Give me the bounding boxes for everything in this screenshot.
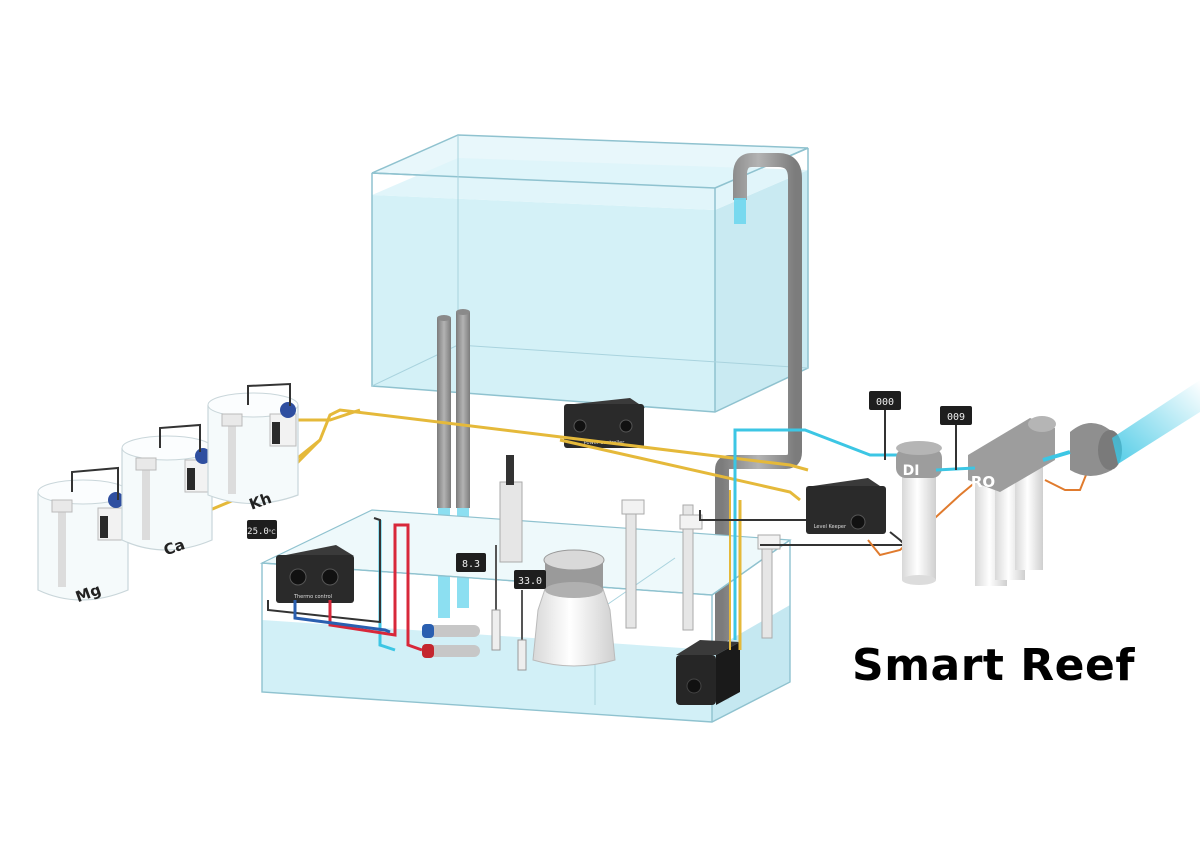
tds-display-ro: 009	[940, 406, 972, 470]
reactors: Mg Ca Kh	[37, 382, 299, 606]
tds-ro-value: 009	[947, 412, 965, 423]
salinity-display: 33.0	[514, 570, 546, 589]
power-controller: Power controller	[564, 398, 645, 448]
thermo-controller-label: Thermo control	[293, 594, 332, 600]
return-pipe	[715, 153, 802, 700]
reactor-ca: Ca	[121, 435, 213, 559]
thermo-controller: Thermo control	[276, 545, 354, 603]
ph-value: 8.3	[462, 559, 480, 570]
di-label: DI	[903, 463, 920, 479]
cables	[119, 408, 1089, 652]
ro-filter: RO	[968, 416, 1056, 586]
reactor-kh: Kh	[207, 392, 299, 514]
tds-display-di: 000	[869, 391, 901, 460]
return-pump	[676, 640, 740, 705]
level-keeper-label: Level Keeper	[814, 524, 847, 530]
ro-label: RO	[971, 473, 995, 491]
di-filter: DI	[896, 441, 942, 585]
temperature-display: 25.0 °C	[247, 520, 277, 539]
tds-di-value: 000	[876, 397, 894, 408]
reactor-mg: Mg	[37, 479, 129, 606]
ph-display: 8.3	[456, 553, 486, 572]
level-keeper-controller: Level Keeper	[806, 478, 886, 534]
booster-pump	[1070, 380, 1200, 476]
page-title: Smart Reef	[852, 640, 1135, 691]
heaters	[422, 624, 480, 658]
sensor-probes	[491, 455, 781, 671]
temperature-unit: °C	[268, 529, 275, 536]
salinity-value: 33.0	[518, 576, 542, 587]
protein-skimmer	[532, 549, 616, 667]
temperature-value: 25.0	[247, 527, 269, 537]
ro-pump-line	[1042, 450, 1071, 462]
